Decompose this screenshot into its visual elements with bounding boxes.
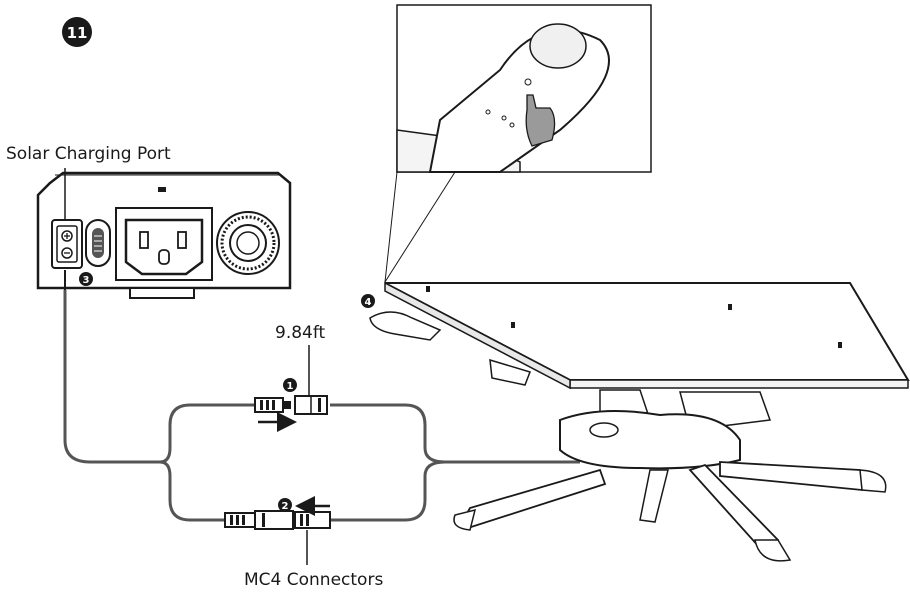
detail-inset [384, 4, 652, 283]
solar-charging-port [51, 219, 83, 269]
solar-cable [63, 270, 580, 522]
solar-panel [369, 281, 910, 390]
callout-1: 1 [283, 378, 297, 392]
mc4-connectors-label: MC4 Connectors [244, 570, 384, 590]
switch-slot [85, 219, 111, 267]
svg-text:2: 2 [282, 501, 289, 512]
callout-4: 4 [361, 294, 375, 308]
tripod-legs [453, 461, 887, 562]
cable-length-label: 9.84ft [275, 323, 326, 343]
panel-mount-base [559, 389, 772, 470]
mc4-connector-lower [224, 510, 331, 530]
svg-text:4: 4 [365, 297, 372, 308]
step-badge: 11 [62, 17, 92, 47]
step-number: 11 [67, 24, 88, 42]
svg-text:1: 1 [287, 381, 294, 392]
svg-text:3: 3 [83, 275, 90, 286]
solar-port-label: Solar Charging Port [6, 144, 171, 164]
finger-press-icon [525, 94, 556, 147]
power-station-panel [36, 171, 292, 299]
round-port [216, 211, 280, 275]
callout-3: 3 [79, 272, 93, 286]
callout-2: 2 [278, 498, 292, 512]
mc4-connector-upper [254, 395, 328, 415]
ac-outlet [115, 207, 213, 281]
